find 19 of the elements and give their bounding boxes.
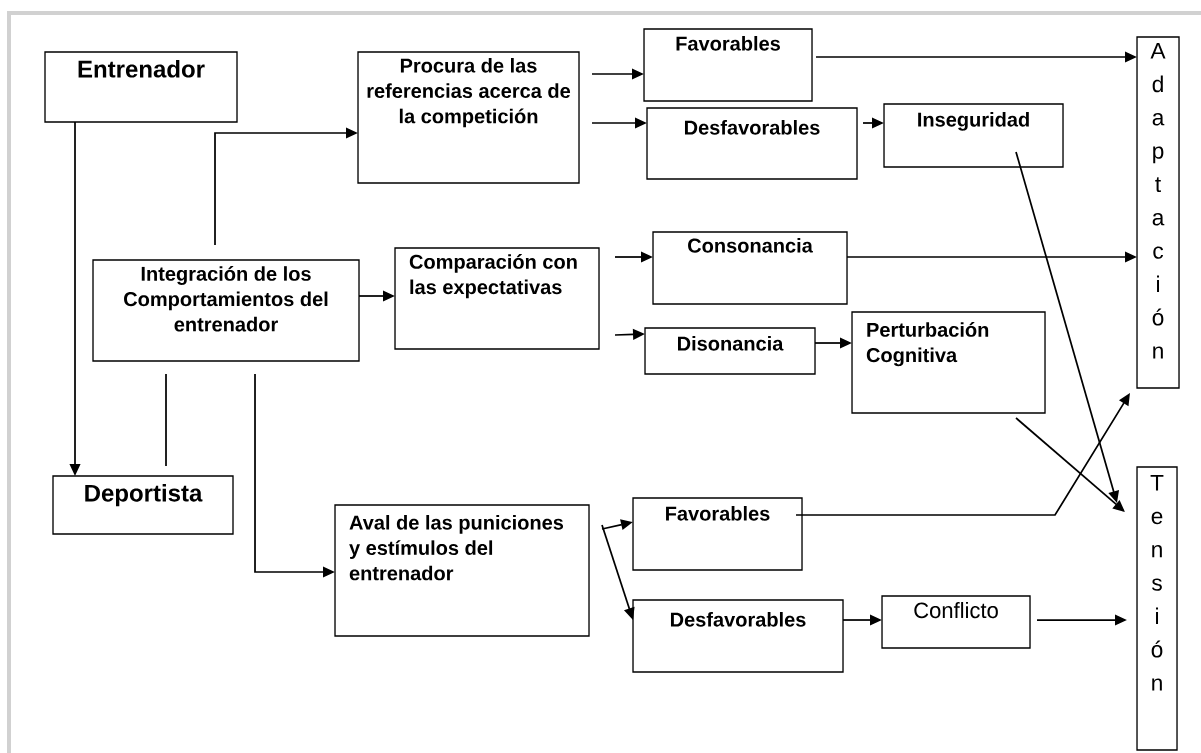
- outcome-box: Tensión: [1136, 466, 1178, 751]
- outcome-box: Adaptación: [1136, 36, 1180, 389]
- arrow: [795, 393, 1130, 516]
- process-box: Deportista: [52, 475, 234, 535]
- process-box: Disonancia: [644, 327, 816, 375]
- process-box: Conflicto: [881, 595, 1031, 649]
- process-box: Favorables: [632, 497, 803, 571]
- process-box: Consonancia: [652, 231, 848, 305]
- process-box: Desfavorables: [646, 107, 858, 180]
- process-box: Entrenador: [44, 51, 238, 123]
- process-box: Procura de las referencias acerca de la competición: [357, 51, 580, 184]
- process-box: Desfavorables: [632, 599, 844, 673]
- process-box: Perturbación Cognitiva: [851, 311, 1046, 414]
- arrow: [1015, 417, 1125, 512]
- process-box: Favorables: [643, 28, 813, 102]
- process-box: Integración de los Comportamientos del entrenador: [92, 259, 360, 362]
- process-box: Aval de las puniciones y estímulos del entrenador: [334, 504, 590, 637]
- process-box: Inseguridad: [883, 103, 1064, 168]
- process-box: Comparación con las expectativas: [394, 247, 600, 350]
